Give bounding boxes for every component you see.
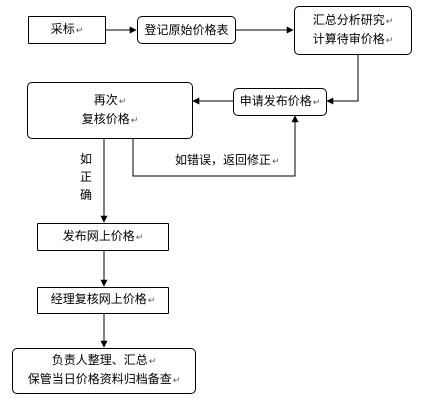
node-archive-daily-price-data: 负责人整理、汇总↵ 保管当日价格资料归档备查↵ (12, 348, 196, 394)
label-if-correct: 如 正 确 (80, 152, 93, 202)
label-if-error-return: 如错误，返回修正↵ (175, 153, 280, 167)
arrow-analyze-to-apply (326, 55, 359, 105)
node-recheck-price: 再次↵ 复核价格↵ (27, 82, 193, 139)
node-manager-recheck-online-price: 经理复核网上价格↵ (37, 287, 169, 314)
node-analyze-compute-price: 汇总分析研究↵ 计算待审价格↵ (294, 6, 412, 55)
node-publish-online-price: 发布网上价格↵ (37, 223, 169, 251)
arrow-error-return (132, 115, 299, 177)
node-register-raw-price-table: 登记原始价格表 (137, 16, 236, 44)
node-apply-publish-price: 申请发布价格↵ (233, 88, 327, 116)
node-purchase: 采标↵ (28, 16, 106, 44)
